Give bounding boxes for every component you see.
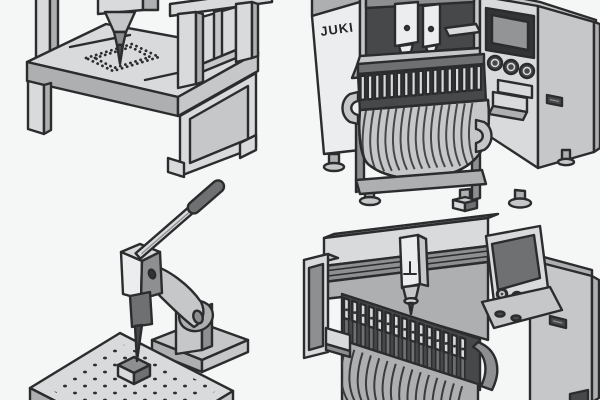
juki-smt-pick-and-place-machine-illustration: JUKI [310, 0, 600, 213]
control-panel [480, 224, 564, 330]
feeder-bank [341, 52, 493, 202]
table-legs [26, 71, 258, 179]
juki-brand-label: JUKI [319, 19, 354, 39]
dispenser-head [398, 233, 430, 316]
control-panel [484, 6, 564, 122]
placement-head [393, 0, 482, 55]
press-handle [134, 179, 226, 260]
press-pin [133, 323, 144, 363]
gantry-frame [168, 0, 274, 90]
manual-arbor-press-illustration [28, 179, 250, 400]
left-tower [302, 252, 340, 360]
workpiece-block [116, 355, 152, 386]
spindle-head [96, 0, 160, 16]
press-ram [128, 290, 154, 329]
spindle-collet [103, 10, 137, 66]
smt-feeder-pick-and-place-machine-illustration [302, 212, 600, 400]
benchtop-cnc-drill-machine-illustration [25, 0, 274, 179]
feeder-bank [324, 292, 499, 400]
handle-grip [186, 179, 226, 215]
